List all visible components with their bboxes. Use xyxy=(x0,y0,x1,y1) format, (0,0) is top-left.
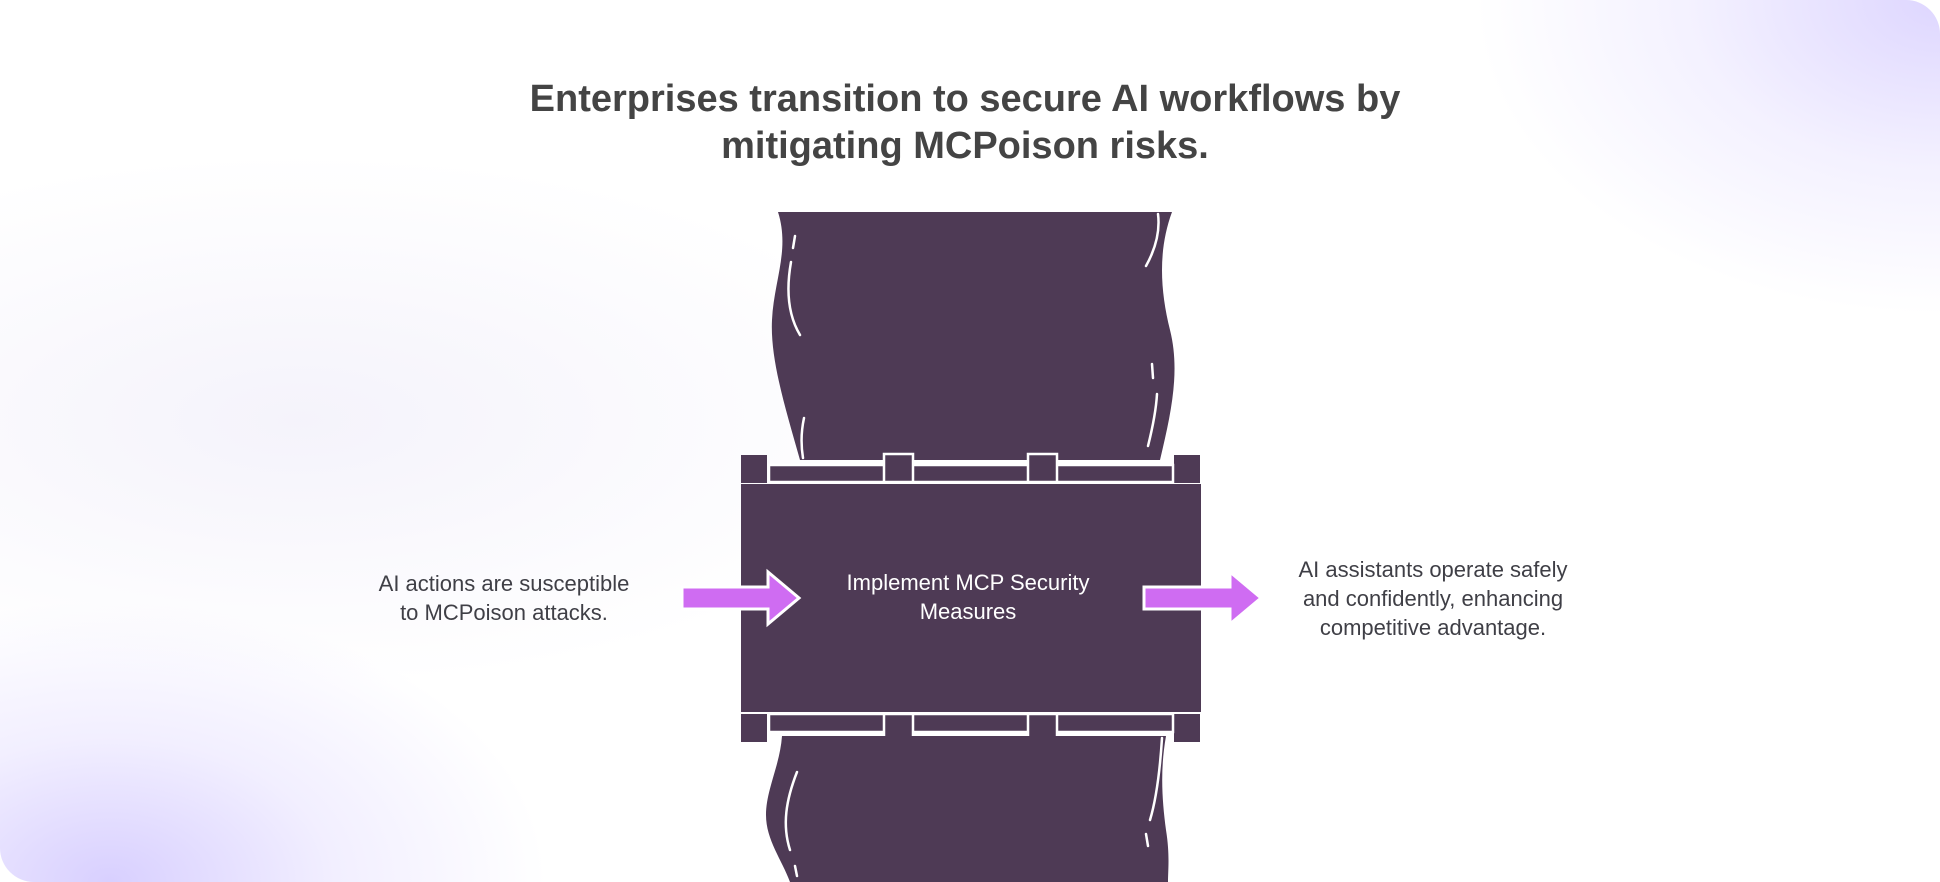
upper-pipe-highlight xyxy=(800,212,1160,460)
top-flange-bolt xyxy=(882,452,915,484)
top-flange-bolt xyxy=(1026,452,1059,484)
output-label-line-1: AI assistants operate safely xyxy=(1298,557,1568,582)
security-block xyxy=(741,484,1201,712)
input-label-line-1: AI actions are susceptible xyxy=(378,571,630,596)
input-arrow xyxy=(680,568,802,628)
process-label-line-1: Implement MCP Security xyxy=(846,570,1090,595)
output-label: AI assistants operate safely and confide… xyxy=(1268,555,1598,642)
output-arrow xyxy=(1142,568,1264,628)
top-flange-left-bolt xyxy=(741,455,767,483)
upper-pipe-highlight xyxy=(787,234,802,337)
process-label: Implement MCP Security Measures xyxy=(742,568,1194,626)
title-line-1: Enterprises transition to secure AI work… xyxy=(529,78,1401,120)
input-label-line-2: to MCPoison attacks. xyxy=(400,600,608,625)
lower-pipe-highlight xyxy=(784,770,799,878)
lower-pipe xyxy=(766,736,1169,882)
diagram-title: Enterprises transition to secure AI work… xyxy=(420,76,1510,170)
top-flange-right-bolt xyxy=(1174,455,1200,483)
lower-pipe-highlight xyxy=(1144,736,1164,848)
bottom-flange-right-bolt xyxy=(1174,714,1200,742)
process-label-line-2: Measures xyxy=(919,599,1017,624)
output-label-line-3: competitive advantage. xyxy=(1319,615,1547,640)
upper-pipe xyxy=(771,212,1175,460)
bottom-flange-ring xyxy=(767,712,1175,734)
bottom-flange-left-bolt xyxy=(741,714,767,742)
output-label-line-2: and confidently, enhancing xyxy=(1302,586,1564,611)
input-label: AI actions are susceptible to MCPoison a… xyxy=(352,569,656,627)
title-line-2: mitigating MCPoison risks. xyxy=(721,125,1209,167)
top-flange-ring xyxy=(767,463,1175,484)
